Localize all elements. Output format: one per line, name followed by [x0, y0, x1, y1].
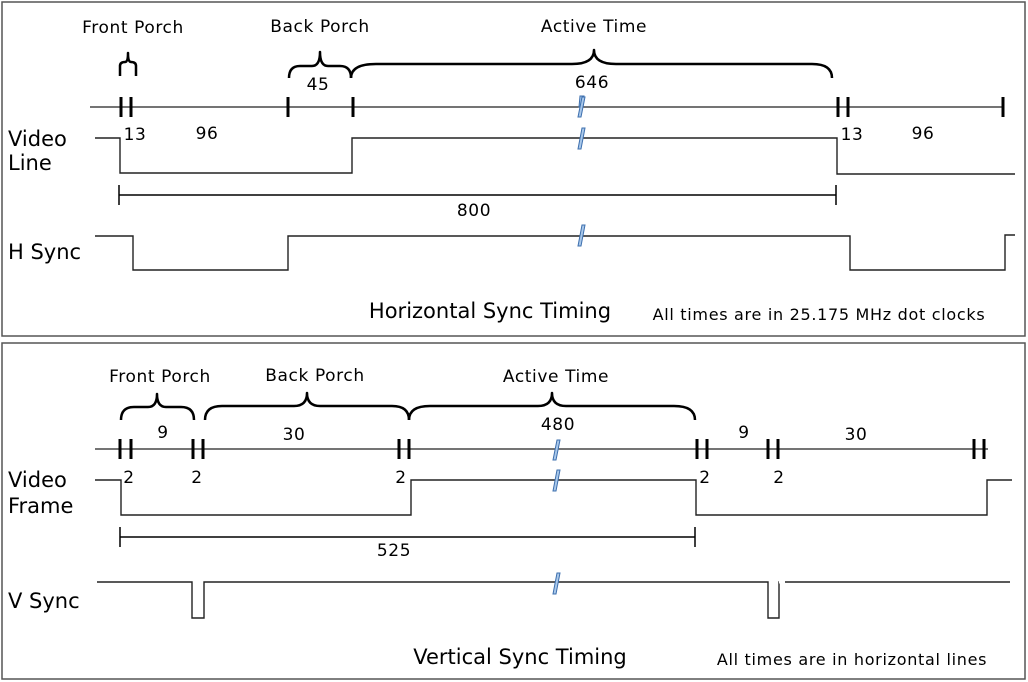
h-back-porch-value: 45 [307, 75, 330, 95]
v-border-value-1: 2 [123, 468, 134, 488]
h-video-line-label-1: Video [8, 127, 67, 151]
v-video-frame-label-1: Video [8, 468, 67, 492]
h-sync-value-2: 96 [912, 124, 935, 144]
v-timeline-ticks [118, 439, 986, 459]
horizontal-sync-panel: Front Porch Back Porch Active Time 45 64… [1, 1, 1026, 337]
horizontal-panel-frame [1, 1, 1026, 337]
h-panel-title: Horizontal Sync Timing [369, 299, 611, 323]
h-back-porch-label: Back Porch [270, 17, 369, 37]
h-front-porch-value-2: 13 [841, 125, 864, 145]
v-back-porch-value-2: 30 [845, 425, 868, 445]
v-front-porch-brace [119, 392, 196, 421]
v-border-value-4: 2 [699, 468, 710, 488]
h-front-porch-value-1: 13 [124, 125, 147, 145]
h-sync-signal-label: H Sync [8, 240, 81, 264]
v-border-value-3: 2 [395, 468, 406, 488]
h-active-time-brace [349, 48, 834, 79]
h-break-markers [577, 95, 586, 247]
v-active-time-label: Active Time [503, 367, 609, 387]
v-front-porch-label: Front Porch [109, 367, 211, 387]
v-active-value: 480 [541, 415, 575, 435]
h-video-line-waveform [95, 137, 1015, 175]
v-break-markers [552, 439, 561, 595]
h-video-line-label-2: Line [8, 151, 52, 175]
h-active-time-label: Active Time [541, 17, 647, 37]
v-front-porch-value-2: 9 [738, 423, 749, 443]
v-sync-waveform [97, 581, 1010, 619]
vertical-panel-frame [1, 342, 1026, 680]
h-total-value: 800 [457, 201, 491, 221]
h-timeline-ticks [119, 97, 1005, 117]
v-video-frame-waveform [95, 479, 1012, 516]
vertical-sync-panel: Front Porch Back Porch Active Time 9 30 … [1, 342, 1026, 680]
h-sync-value-1: 96 [196, 124, 219, 144]
h-back-porch-brace [287, 50, 353, 79]
h-active-value: 646 [575, 73, 609, 93]
v-border-value-5: 2 [773, 468, 784, 488]
v-back-porch-brace [203, 391, 411, 421]
h-front-porch-brace [118, 51, 138, 76]
v-panel-note: All times are in horizontal lines [717, 650, 987, 669]
v-back-porch-label: Back Porch [265, 366, 364, 386]
v-back-porch-value: 30 [283, 425, 306, 445]
v-front-porch-value: 9 [157, 423, 168, 443]
h-front-porch-label: Front Porch [82, 18, 184, 38]
v-panel-title: Vertical Sync Timing [413, 645, 627, 669]
h-total-dimension [118, 185, 837, 205]
h-sync-waveform [95, 234, 1015, 271]
v-total-dimension [119, 527, 696, 547]
v-video-frame-label-2: Frame [8, 494, 73, 518]
h-panel-note: All times are in 25.175 MHz dot clocks [653, 305, 986, 324]
v-total-value: 525 [377, 541, 411, 561]
v-active-time-brace [407, 391, 697, 421]
v-border-value-2: 2 [191, 468, 202, 488]
v-sync-signal-label: V Sync [8, 589, 80, 613]
